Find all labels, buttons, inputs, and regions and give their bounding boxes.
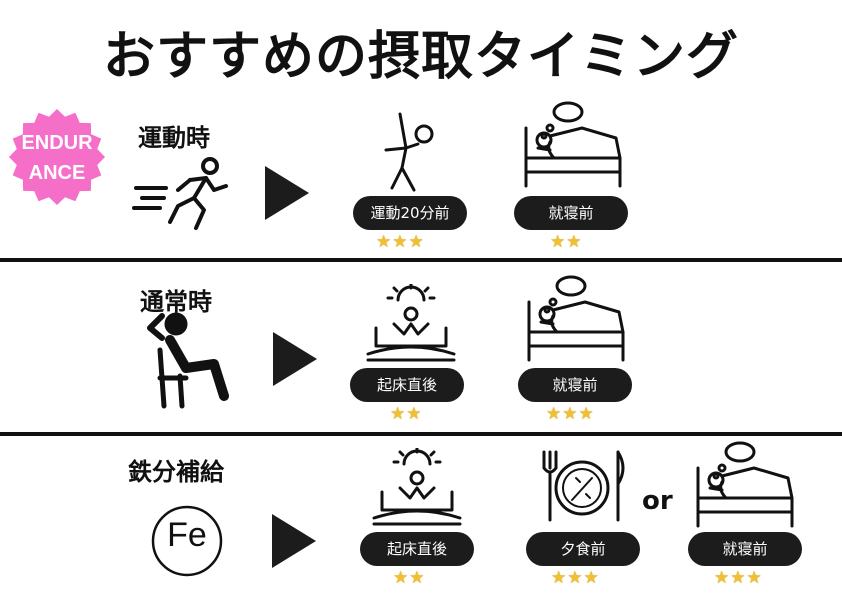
- iron-symbol-circle: [151, 505, 223, 577]
- sleeping-in-bed-icon: [524, 101, 622, 188]
- timing-pill-after-waking: 起床直後: [350, 368, 464, 402]
- endurance-badge: ENDUR ANCE: [8, 108, 106, 206]
- section-label-exercise: 運動時: [138, 124, 210, 152]
- waking-up-sunrise-icon: [366, 284, 456, 362]
- section-divider: [0, 432, 842, 436]
- arrow-right-icon: [273, 332, 317, 386]
- dinner-plate-icon: [542, 450, 625, 522]
- sleeping-in-bed-icon: [527, 275, 625, 362]
- rating-stars: ★★★: [546, 404, 595, 424]
- or-label: or: [642, 486, 673, 516]
- timing-pill-before-bed: 就寝前: [514, 196, 628, 230]
- starburst-badge-shape: [9, 109, 105, 205]
- badge-text-line2: ANCE: [28, 162, 86, 184]
- rating-stars: ★★★: [714, 568, 763, 588]
- rating-stars: ★★: [390, 404, 423, 424]
- rating-stars: ★★★: [551, 568, 600, 588]
- timing-pill-before-bed: 就寝前: [688, 532, 802, 566]
- timing-pill-after-waking: 起床直後: [360, 532, 474, 566]
- section-divider: [0, 258, 842, 262]
- running-person-icon: [132, 157, 228, 230]
- rating-stars: ★★★: [376, 232, 425, 252]
- page-title: おすすめの摂取タイミング: [102, 27, 739, 87]
- waking-up-sunrise-icon: [372, 448, 462, 526]
- relaxing-in-chair-icon: [147, 312, 229, 409]
- stretching-person-icon: [384, 112, 434, 192]
- arrow-right-icon: [265, 166, 309, 220]
- badge-text-line1: ENDUR: [21, 132, 93, 154]
- timing-pill-before-bed: 就寝前: [518, 368, 632, 402]
- arrow-right-icon: [272, 514, 316, 568]
- timing-pill-before-exercise: 運動20分前: [353, 196, 467, 230]
- section-label-normal: 通常時: [140, 288, 212, 316]
- rating-stars: ★★: [550, 232, 583, 252]
- section-label-iron: 鉄分補給: [128, 458, 224, 486]
- iron-symbol-text: Fe: [167, 516, 207, 554]
- rating-stars: ★★: [393, 568, 426, 588]
- timing-pill-before-dinner: 夕食前: [526, 532, 640, 566]
- sleeping-in-bed-icon: [696, 441, 794, 528]
